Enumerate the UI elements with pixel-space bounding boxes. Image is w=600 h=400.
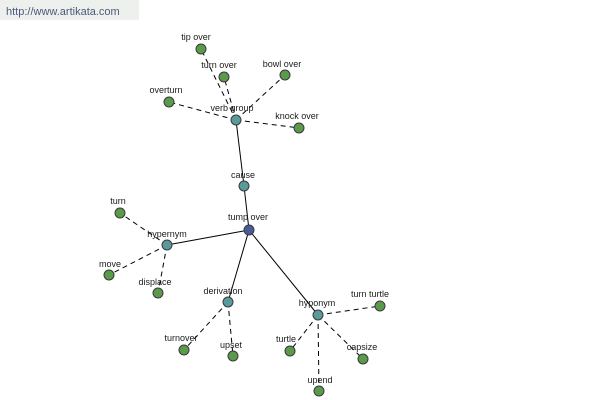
node-overturn[interactable]: overturn — [149, 85, 183, 108]
node-dot-verbgroup[interactable] — [230, 114, 242, 126]
node-label-bowlover: bowl over — [263, 59, 302, 69]
edge-derivation-upset — [227, 301, 234, 357]
edge-cause-verbgroup — [235, 119, 245, 187]
node-turnover2[interactable]: turnover — [164, 333, 198, 356]
node-tipover[interactable]: tip over — [181, 32, 211, 55]
node-turnover[interactable]: turn over — [201, 60, 237, 83]
edge-root-hyponym — [248, 229, 319, 316]
node-move[interactable]: move — [99, 259, 121, 281]
node-dot-move[interactable] — [103, 269, 115, 281]
node-label-turnover2: turnover — [164, 333, 197, 343]
edge-derivation-turnover2 — [183, 301, 229, 351]
node-label-turn: turn — [110, 196, 126, 206]
edge-hyponym-turtle — [289, 314, 319, 352]
node-dot-capsize[interactable] — [357, 353, 369, 365]
node-dot-hypernym[interactable] — [161, 239, 173, 251]
node-label-upend: upend — [307, 375, 332, 385]
node-dot-upend[interactable] — [313, 385, 325, 397]
node-label-upset: upset — [220, 340, 243, 350]
node-hypernym[interactable]: hypernym — [147, 229, 187, 251]
graph-edges — [108, 48, 381, 392]
node-label-hyponym: hyponym — [299, 298, 336, 308]
node-bowlover[interactable]: bowl over — [263, 59, 302, 81]
node-label-hypernym: hypernym — [147, 229, 187, 239]
watermark-text: http://www.artikata.com — [6, 6, 120, 18]
edge-verbgroup-overturn — [168, 101, 237, 121]
node-dot-hyponym[interactable] — [312, 309, 324, 321]
node-dot-cause[interactable] — [238, 180, 250, 192]
node-dot-tipover[interactable] — [195, 43, 207, 55]
node-label-tipover: tip over — [181, 32, 211, 42]
node-label-verbgroup: verb group — [210, 103, 253, 113]
node-derivation[interactable]: derivation — [203, 286, 243, 308]
node-label-derivation: derivation — [203, 286, 242, 296]
node-label-root: tump over — [228, 212, 268, 222]
node-cause[interactable]: cause — [231, 170, 255, 192]
node-label-displace: displace — [138, 277, 171, 287]
node-turnturtle[interactable]: turn turtle — [351, 289, 389, 312]
node-dot-turn[interactable] — [114, 207, 126, 219]
node-dot-displace[interactable] — [152, 287, 164, 299]
watermark-background — [0, 0, 139, 20]
edge-hyponym-upend — [317, 314, 320, 392]
edge-verbgroup-turnover — [223, 76, 237, 121]
node-hyponym[interactable]: hyponym — [299, 298, 336, 321]
node-upend[interactable]: upend — [307, 375, 333, 397]
node-displace[interactable]: displace — [138, 277, 172, 299]
edge-verbgroup-tipover — [200, 48, 237, 121]
edge-hypernym-turn — [119, 212, 168, 246]
node-dot-turtle[interactable] — [284, 345, 296, 357]
node-root[interactable]: tump over — [228, 212, 268, 236]
node-dot-turnover[interactable] — [218, 71, 230, 83]
node-label-turtle: turtle — [276, 334, 296, 344]
graph-nodes: tump over cause verb group hypernym derivati… — [99, 32, 389, 397]
node-label-turnover: turn over — [201, 60, 237, 70]
node-dot-root[interactable] — [243, 224, 255, 236]
edge-verbgroup-knockover — [235, 119, 300, 129]
node-label-cause: cause — [231, 170, 255, 180]
node-label-move: move — [99, 259, 121, 269]
node-label-knockover: knock over — [275, 111, 319, 121]
node-upset[interactable]: upset — [220, 340, 243, 362]
edge-root-hypernym — [166, 229, 250, 246]
node-knockover[interactable]: knock over — [275, 111, 319, 134]
edge-root-derivation — [227, 229, 250, 303]
node-dot-turnover2[interactable] — [178, 344, 190, 356]
node-dot-knockover[interactable] — [293, 122, 305, 134]
node-dot-bowlover[interactable] — [279, 69, 291, 81]
node-dot-upset[interactable] — [227, 350, 239, 362]
node-dot-overturn[interactable] — [163, 96, 175, 108]
edge-hypernym-move — [108, 244, 168, 276]
edge-root-cause — [243, 185, 250, 231]
edge-verbgroup-bowlover — [235, 74, 286, 121]
node-label-turnturtle: turn turtle — [351, 289, 389, 299]
node-turn[interactable]: turn — [110, 196, 126, 219]
node-dot-derivation[interactable] — [222, 296, 234, 308]
node-verbgroup[interactable]: verb group — [210, 103, 254, 126]
node-capsize[interactable]: capsize — [347, 342, 378, 365]
node-turtle[interactable]: turtle — [276, 334, 296, 357]
node-label-overturn: overturn — [149, 85, 182, 95]
watermark: http://www.artikata.com — [0, 0, 139, 20]
edge-hypernym-displace — [157, 244, 168, 294]
node-label-capsize: capsize — [347, 342, 378, 352]
node-dot-turnturtle[interactable] — [374, 300, 386, 312]
edge-hyponym-capsize — [317, 314, 364, 360]
edge-hyponym-turnturtle — [317, 305, 381, 316]
